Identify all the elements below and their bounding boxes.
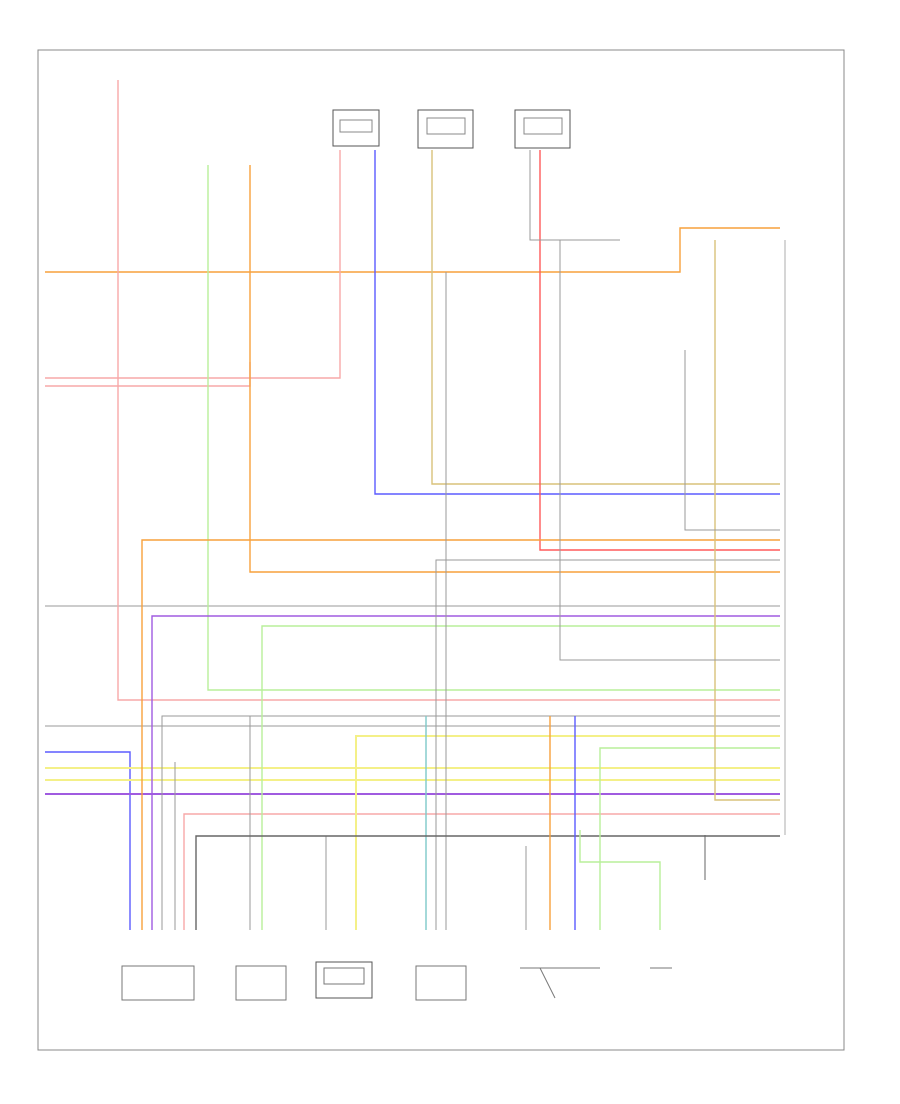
wire-gray-relay [529, 150, 620, 241]
wire-layer [45, 80, 780, 930]
wire-violet-left [151, 615, 780, 930]
wire-gray-left [161, 715, 780, 930]
bottom-component-2 [235, 965, 287, 1001]
wire-green-mid [261, 625, 780, 930]
wire-pink-1 [45, 150, 341, 379]
wire-blue-left [45, 751, 131, 930]
wire-yellow-c3 [355, 735, 780, 930]
wire-gray-c4 [435, 559, 780, 930]
wire-orange-top [45, 227, 780, 273]
wire-tan-top [431, 150, 780, 485]
wire-gray-right [559, 240, 780, 661]
wire-pink-bottom [183, 813, 780, 930]
bottom-component-3 [315, 961, 373, 999]
top-component-2 [417, 109, 474, 149]
wire-tan-right [714, 240, 780, 801]
wire-blue-top [374, 150, 780, 495]
top-component-1 [332, 109, 380, 147]
wire-red-top [539, 150, 780, 551]
wire-pink-main [117, 80, 780, 701]
bottom-component-4 [415, 965, 467, 1001]
bottom-component-1 [121, 965, 195, 1001]
wire-gray-dash [684, 350, 780, 531]
bottom-component-5 [520, 967, 600, 999]
wire-pink-2 [45, 362, 251, 387]
wire-orange-left [141, 539, 780, 930]
diagram-frame [37, 49, 845, 1051]
wire-dark-ground [195, 835, 780, 930]
wire-orange-mid [249, 165, 780, 573]
top-component-3 [514, 109, 571, 149]
wire-green-left [207, 165, 780, 691]
wire-green-c5 [599, 747, 780, 930]
wire-green-c6 [579, 830, 661, 930]
